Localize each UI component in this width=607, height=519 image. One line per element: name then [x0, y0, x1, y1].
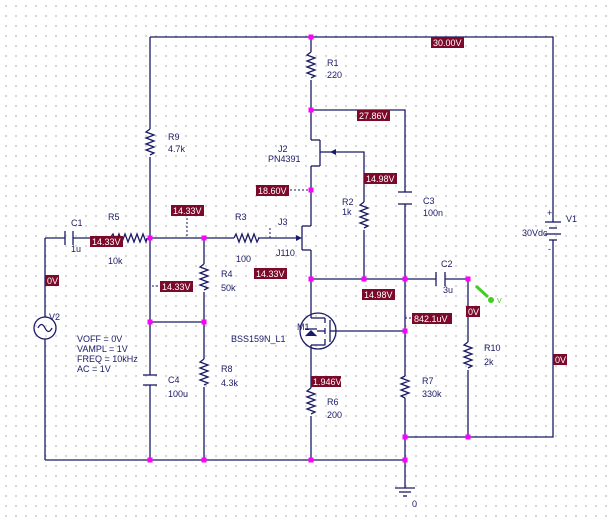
label-r1-name: R1	[327, 58, 339, 68]
voltage-marker-r6: 1.946V	[311, 376, 342, 387]
voltage-marker-v2: 0V	[45, 275, 59, 286]
resistor-r1	[305, 51, 317, 79]
voltage-markers: 30.00V 27.86V 18.60V 14.98V 14.33V 14.33…	[45, 37, 567, 387]
svg-text:0V: 0V	[468, 307, 479, 317]
label-r5-name: R5	[108, 212, 120, 222]
label-r4-name: R4	[221, 269, 233, 279]
label-r3-value: 100	[236, 254, 251, 264]
label-r10-value: 2k	[484, 357, 494, 367]
voltage-marker-j3-source: 14.33V	[254, 268, 287, 279]
svg-text:27.86V: 27.86V	[359, 111, 388, 121]
voltage-marker-r1: 27.86V	[357, 110, 390, 121]
resistor-r8	[198, 358, 210, 386]
svg-text:V: V	[497, 298, 502, 305]
capacitor-c2	[435, 272, 446, 286]
voltage-marker-r3: 14.33V	[171, 205, 204, 216]
label-v2-param-2: VAMPL = 1V	[77, 344, 128, 354]
svg-text:14.33V: 14.33V	[162, 282, 191, 292]
label-r10-name: R10	[484, 343, 501, 353]
resistor-r2	[358, 201, 370, 229]
voltage-marker-r4: 14.33V	[160, 281, 193, 292]
label-j2-value: PN4391	[268, 154, 301, 164]
label-m1-name: M1	[297, 322, 310, 332]
capacitor-c4	[143, 374, 157, 386]
svg-text:14.33V: 14.33V	[173, 206, 202, 216]
resistor-r7	[399, 375, 411, 399]
capacitor-c1	[64, 231, 74, 245]
resistor-r3	[233, 232, 260, 244]
svg-text:0V: 0V	[555, 355, 566, 365]
voltage-marker-top: 30.00V	[431, 37, 464, 48]
label-v1-value: 30Vdc	[522, 228, 548, 238]
svg-text:1.946V: 1.946V	[313, 377, 342, 387]
voltage-marker-m1-gate: 842.1uV	[412, 313, 452, 324]
label-c3-value: 100n	[423, 208, 443, 218]
label-r6-value: 200	[327, 410, 342, 420]
voltage-marker-j2-gate: 18.60V	[256, 185, 289, 196]
svg-text:0V: 0V	[47, 276, 58, 286]
capacitor-c3	[398, 191, 412, 205]
label-c2-name: C2	[441, 259, 453, 269]
label-c2-value: 3u	[443, 285, 453, 295]
label-r3-name: R3	[235, 212, 247, 222]
jfet-j3	[296, 225, 311, 251]
svg-text:-: -	[548, 244, 551, 254]
mosfet-m1	[299, 312, 337, 350]
ground-label: 0	[412, 499, 417, 509]
ground-symbol	[395, 487, 415, 497]
svg-text:18.60V: 18.60V	[258, 186, 287, 196]
label-r2-value: 1k	[342, 207, 352, 217]
svg-text:842.1uV: 842.1uV	[414, 314, 448, 324]
label-r5-value: 10k	[108, 256, 123, 266]
component-labels: R1 220 R9 4.7k J2 PN4391 R2 1k C3 100n C…	[49, 58, 577, 420]
resistor-r4	[198, 263, 210, 291]
label-v2-param-4: AC = 1V	[77, 364, 111, 374]
label-r9-name: R9	[168, 132, 180, 142]
label-r2-name: R2	[342, 197, 354, 207]
label-c1-value: 1u	[71, 244, 81, 254]
svg-text:14.33V: 14.33V	[256, 269, 285, 279]
svg-text:+: +	[547, 208, 552, 218]
voltage-marker-r5: 14.33V	[90, 236, 123, 247]
svg-text:14.98V: 14.98V	[364, 290, 393, 300]
label-c4-name: C4	[168, 375, 180, 385]
label-j2-name: J2	[278, 144, 288, 154]
voltage-marker-out: 14.98V	[362, 289, 395, 300]
label-r8-value: 4.3k	[221, 378, 239, 388]
label-m1-value: BSS159N_L1	[231, 334, 286, 344]
resistor-r10	[462, 341, 474, 369]
label-v1-name: V1	[566, 214, 577, 224]
jfet-j2	[311, 139, 336, 167]
svg-text:14.33V: 14.33V	[92, 237, 121, 247]
voltage-probe-icon[interactable]: V	[474, 284, 502, 305]
voltage-marker-v1: 0V	[553, 354, 567, 365]
voltage-marker-c2: 0V	[466, 306, 480, 317]
label-r9-value: 4.7k	[168, 144, 186, 154]
voltage-source-v1: + -	[545, 208, 561, 254]
ac-source-v2	[33, 316, 57, 340]
label-r7-value: 330k	[422, 389, 442, 399]
label-r6-name: R6	[327, 397, 339, 407]
label-j3-name: J3	[278, 217, 288, 227]
resistor-r9	[144, 128, 156, 156]
label-c3-name: C3	[423, 196, 435, 206]
label-r7-name: R7	[422, 376, 434, 386]
voltage-marker-r2-top: 14.98V	[364, 173, 397, 184]
wires	[44, 36, 554, 488]
svg-text:14.98V: 14.98V	[366, 174, 395, 184]
label-r4-value: 50k	[221, 283, 236, 293]
label-c1-name: C1	[71, 218, 83, 228]
label-r8-name: R8	[221, 364, 233, 374]
label-v2-param-3: FREQ = 10kHz	[77, 354, 138, 364]
label-v2-param-1: VOFF = 0V	[77, 334, 122, 344]
label-c4-value: 100u	[168, 389, 188, 399]
svg-text:30.00V: 30.00V	[433, 38, 462, 48]
junction-dots	[147, 34, 471, 463]
label-v2-name: V2	[49, 312, 60, 322]
resistor-r6	[305, 387, 317, 415]
label-r1-value: 220	[327, 70, 342, 80]
label-j3-value: J110	[276, 248, 295, 258]
